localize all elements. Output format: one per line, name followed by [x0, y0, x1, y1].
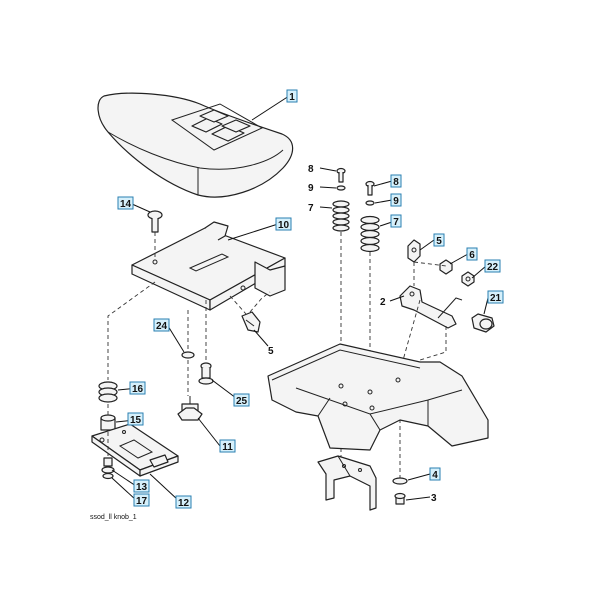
- seat: [97, 92, 294, 198]
- callout-25: 25: [233, 393, 250, 407]
- support-bracket: [317, 455, 377, 511]
- nut-6: [439, 259, 453, 275]
- callout-11: 11: [219, 439, 236, 453]
- callout-17: 17: [133, 493, 150, 507]
- svg-text:13: 13: [136, 482, 148, 493]
- svg-text:12: 12: [178, 498, 190, 509]
- latch-5-lower: [241, 291, 271, 333]
- washer-9-left: [336, 185, 346, 191]
- callout-5-lower: 5: [268, 346, 274, 357]
- svg-text:17: 17: [136, 496, 148, 507]
- svg-text:7: 7: [393, 217, 399, 228]
- callout-7-left: 7: [308, 203, 314, 214]
- callout-13: 13: [133, 479, 150, 493]
- bracket-2: [399, 285, 463, 329]
- bolt-3: [394, 492, 406, 505]
- washer-9-right: [365, 200, 375, 206]
- knob-21: [471, 313, 495, 333]
- bolt-8-left: [336, 167, 346, 183]
- callout-22: 22: [484, 259, 501, 273]
- callout-16: 16: [129, 381, 146, 395]
- spring-7-right: [360, 215, 380, 253]
- callout-9-left: 9: [308, 183, 314, 194]
- callout-8-right: 8: [390, 174, 402, 188]
- assembly-lines-left: [107, 281, 247, 456]
- spring-16: [98, 381, 118, 403]
- svg-text:1: 1: [289, 92, 295, 103]
- svg-text:16: 16: [132, 384, 144, 395]
- callout-12: 12: [175, 495, 192, 509]
- callout-15: 15: [127, 412, 144, 426]
- callout-7-right: 7: [390, 214, 402, 228]
- svg-text:8: 8: [393, 177, 399, 188]
- svg-text:4: 4: [432, 470, 438, 481]
- svg-text:9: 9: [393, 196, 399, 207]
- svg-text:5: 5: [436, 236, 442, 247]
- svg-text:10: 10: [278, 220, 290, 231]
- diagram-caption: ssod_ll knob_1: [90, 514, 137, 521]
- callout-2: 2: [380, 297, 386, 308]
- fender-frame: [267, 343, 489, 451]
- bolt-14: [147, 210, 163, 258]
- callout-8-left: 8: [308, 164, 314, 175]
- svg-text:6: 6: [469, 250, 475, 261]
- callout-10: 10: [275, 217, 292, 231]
- washer-24: [181, 351, 195, 359]
- callout-9-right: 9: [390, 193, 402, 207]
- svg-text:14: 14: [120, 199, 132, 210]
- knob-11: [177, 396, 203, 421]
- leader-lines: [111, 95, 489, 501]
- svg-text:11: 11: [222, 442, 233, 453]
- washer-4: [392, 477, 408, 485]
- callout-5-upper: 5: [433, 233, 445, 247]
- svg-text:21: 21: [490, 293, 502, 304]
- callout-1: 1: [286, 89, 298, 103]
- callout-6: 6: [466, 247, 478, 261]
- latch-5-upper: [407, 239, 421, 263]
- svg-text:25: 25: [236, 396, 248, 407]
- svg-text:24: 24: [156, 321, 168, 332]
- svg-text:15: 15: [130, 415, 142, 426]
- bushing-15: [100, 414, 116, 431]
- washer-17: [102, 472, 114, 480]
- callout-4: 4: [429, 467, 441, 481]
- bolt-25: [198, 362, 214, 385]
- seat-pan: [131, 221, 286, 311]
- callout-14: 14: [117, 196, 134, 210]
- slide-plate-12: [91, 423, 179, 477]
- svg-text:22: 22: [487, 262, 499, 273]
- bolt-8-right: [365, 180, 375, 196]
- callout-24: 24: [153, 318, 170, 332]
- nut-13: [101, 457, 115, 474]
- spring-7-left: [332, 200, 350, 232]
- nut-22: [461, 271, 475, 287]
- callout-21: 21: [487, 290, 504, 304]
- callout-3: 3: [431, 493, 437, 504]
